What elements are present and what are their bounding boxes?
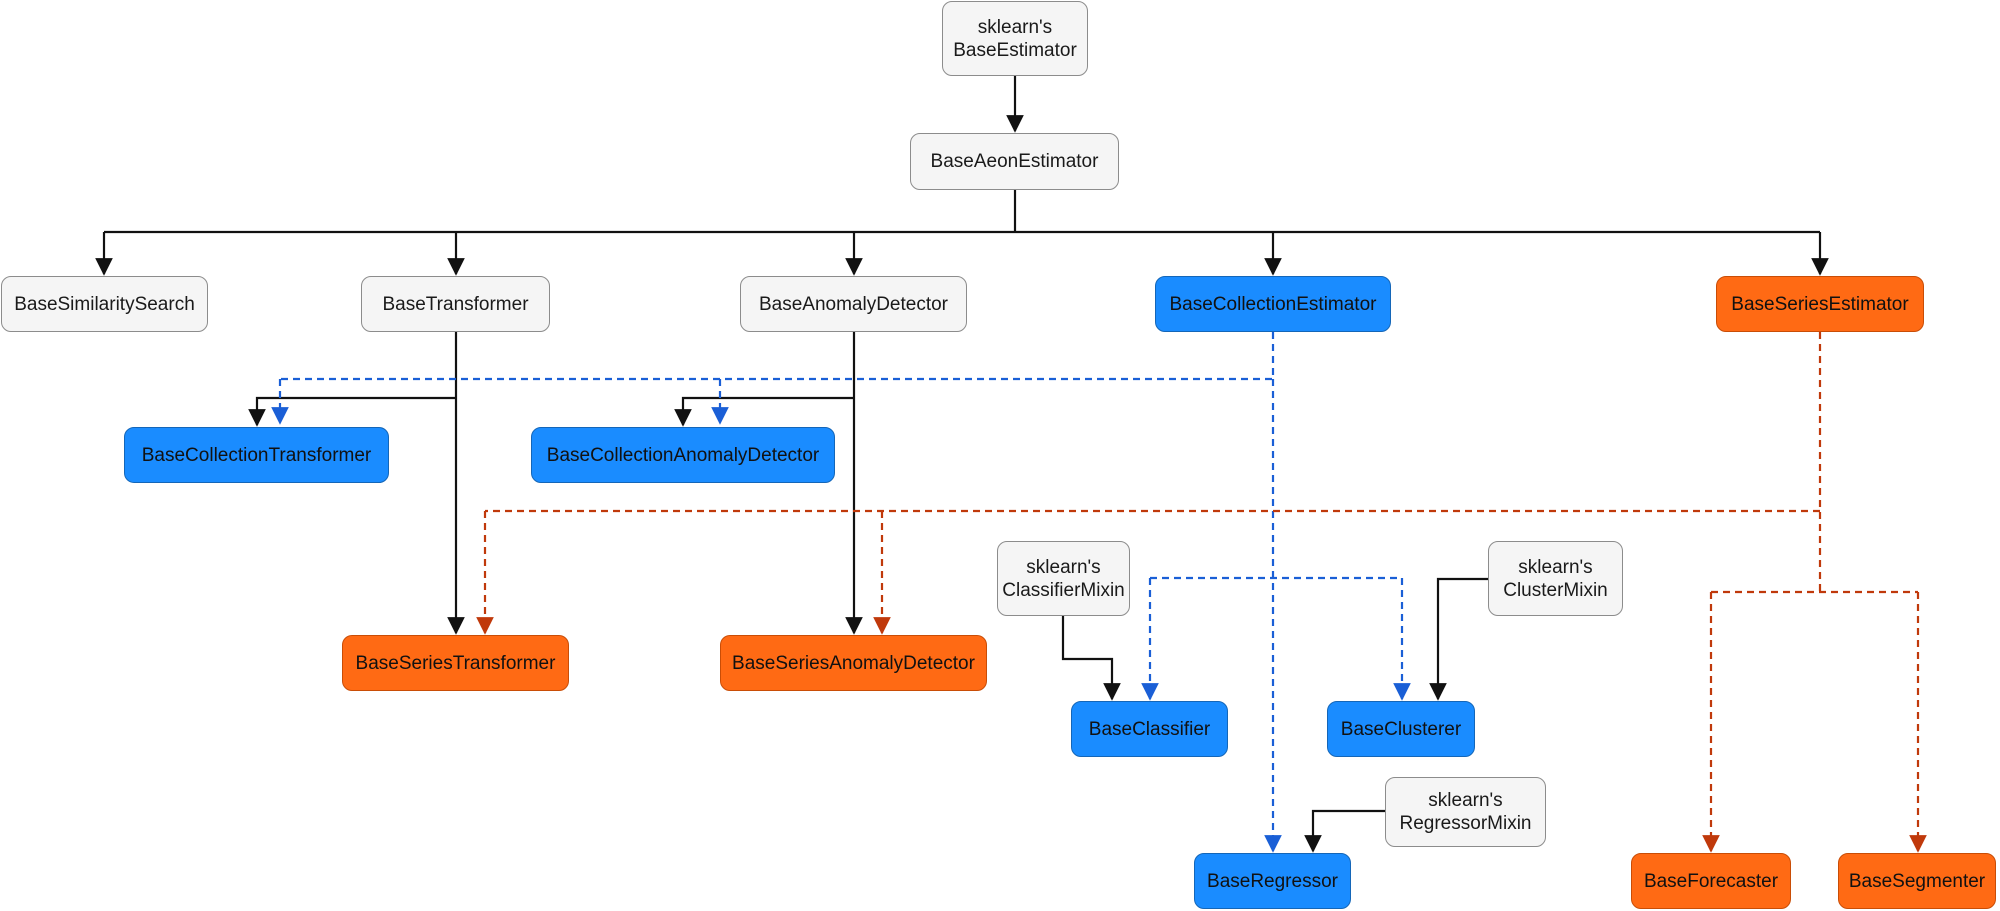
node-base-similarity-search: BaseSimilaritySearch	[1, 276, 208, 332]
node-base-collection-estimator: BaseCollectionEstimator	[1155, 276, 1391, 332]
node-base-aeon-estimator: BaseAeonEstimator	[910, 133, 1119, 190]
node-base-series-anomaly-detector: BaseSeriesAnomalyDetector	[720, 635, 987, 691]
edge-regressor-mixin-to-regressor	[1304, 809, 1385, 853]
node-base-series-transformer: BaseSeriesTransformer	[342, 635, 569, 691]
node-base-segmenter: BaseSegmenter	[1838, 853, 1996, 909]
node-base-clusterer: BaseClusterer	[1327, 701, 1475, 757]
node-base-series-estimator: BaseSeriesEstimator	[1716, 276, 1924, 332]
node-base-collection-transformer: BaseCollectionTransformer	[124, 427, 389, 483]
edge-collection-busbar	[280, 332, 1275, 381]
edge-classifier-mixin-to-classifier	[1061, 616, 1121, 701]
node-base-regressor: BaseRegressor	[1194, 853, 1351, 909]
node-base-anomaly-detector: BaseAnomalyDetector	[740, 276, 967, 332]
node-base-collection-anomaly-detector: BaseCollectionAnomalyDetector	[531, 427, 835, 483]
node-base-classifier: BaseClassifier	[1071, 701, 1228, 757]
edge-transformer-to-collection-transformer	[248, 396, 456, 427]
node-base-forecaster: BaseForecaster	[1631, 853, 1791, 909]
edge-anomaly-to-collection-anomaly	[674, 396, 854, 427]
node-base-transformer: BaseTransformer	[361, 276, 550, 332]
edge-cluster-mixin-to-clusterer	[1429, 577, 1488, 701]
